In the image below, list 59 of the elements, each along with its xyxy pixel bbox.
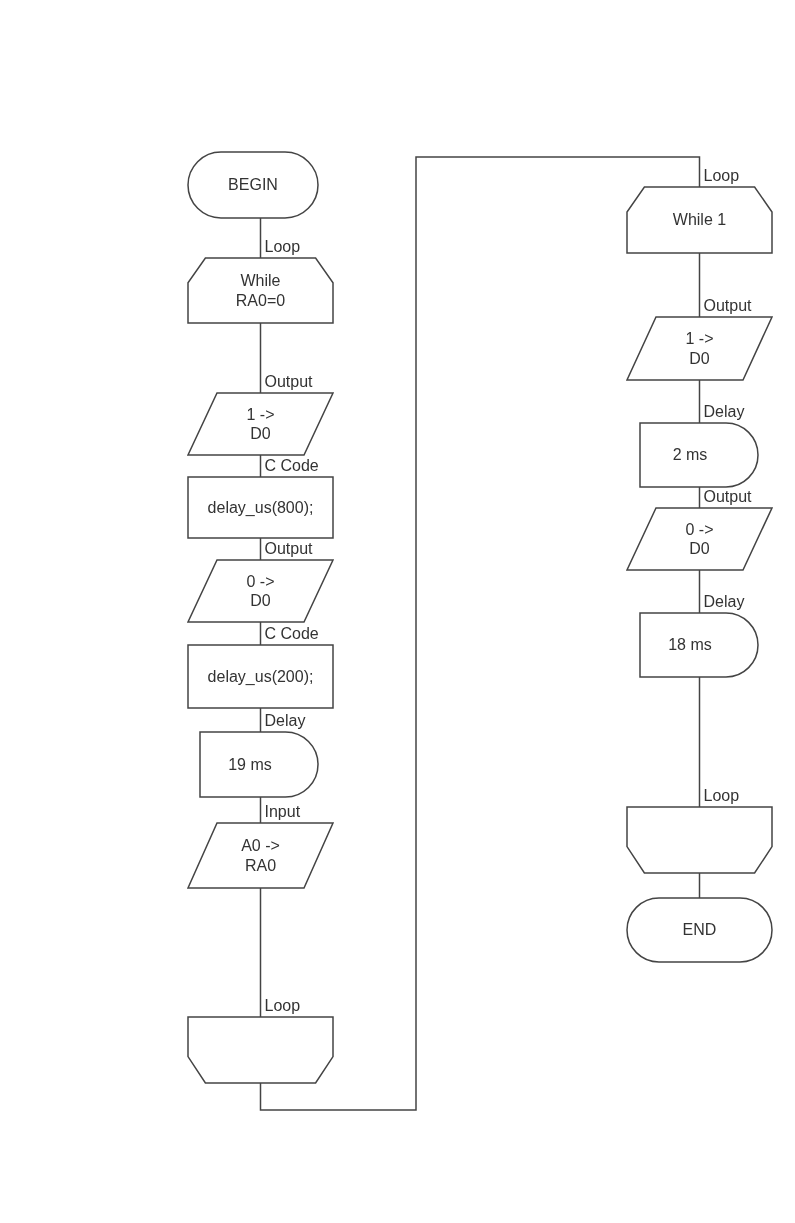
step-type-label: C Code [264, 458, 319, 474]
connector-line [698, 486, 701, 509]
step-type-label: Input [264, 804, 301, 820]
connector-line [698, 379, 701, 424]
connector-line [259, 707, 262, 733]
step-text: 19 ms [228, 754, 272, 775]
step-type-label: Output [703, 489, 752, 505]
connector-line [259, 887, 262, 1018]
step-type-label: Delay [703, 404, 745, 420]
loop-start-shape [188, 258, 333, 323]
step-type-label: Delay [703, 594, 745, 610]
process-box [188, 477, 333, 538]
step-text: 0 -> D0 [245, 571, 276, 611]
loop-end-shape [627, 807, 772, 873]
connector-line [259, 537, 262, 561]
step-type-label: Loop [703, 168, 740, 184]
step-type-label: Loop [264, 998, 301, 1014]
connector-line [698, 872, 701, 899]
loop-end-shape [188, 1017, 333, 1083]
connector-line [259, 217, 262, 259]
connector-line [259, 621, 262, 646]
connector-line [259, 156, 701, 1111]
delay-shape [200, 732, 318, 797]
step-text: While RA0=0 [234, 271, 287, 310]
step-text: 0 -> D0 [684, 519, 715, 559]
connector-line [259, 454, 262, 478]
loop-start-shape [627, 187, 772, 253]
step-text: delay_us(800); [207, 497, 314, 518]
step-text: 2 ms [672, 445, 708, 465]
connector-line [259, 322, 262, 394]
input-output-shape [627, 508, 772, 570]
connector-line [259, 796, 262, 824]
step-type-label: Delay [264, 713, 306, 729]
connector-line [698, 676, 701, 808]
step-type-label: Output [264, 374, 313, 390]
step-type-label: Loop [264, 239, 301, 255]
input-output-shape [188, 823, 333, 888]
step-text: 1 -> D0 [684, 329, 715, 368]
delay-shape [640, 423, 758, 487]
connector-line [698, 569, 701, 614]
delay-shape [640, 613, 758, 677]
step-type-label: Output [264, 541, 313, 557]
step-text: BEGIN [228, 175, 278, 195]
connector-line [698, 252, 701, 318]
step-text: 18 ms [668, 635, 712, 655]
terminal-shape [627, 898, 772, 962]
step-type-label: C Code [264, 626, 319, 642]
step-type-label: Output [703, 298, 752, 314]
process-box [188, 645, 333, 708]
input-output-shape [188, 393, 333, 455]
terminal-shape [188, 152, 318, 218]
step-text: delay_us(200); [207, 666, 314, 687]
step-type-label: Loop [703, 788, 740, 804]
step-text: While 1 [672, 210, 727, 230]
input-output-shape [188, 560, 333, 622]
input-output-shape [627, 317, 772, 380]
step-text: END [682, 920, 717, 940]
step-text: 1 -> D0 [245, 404, 276, 444]
step-text: A0 -> RA0 [240, 836, 281, 875]
